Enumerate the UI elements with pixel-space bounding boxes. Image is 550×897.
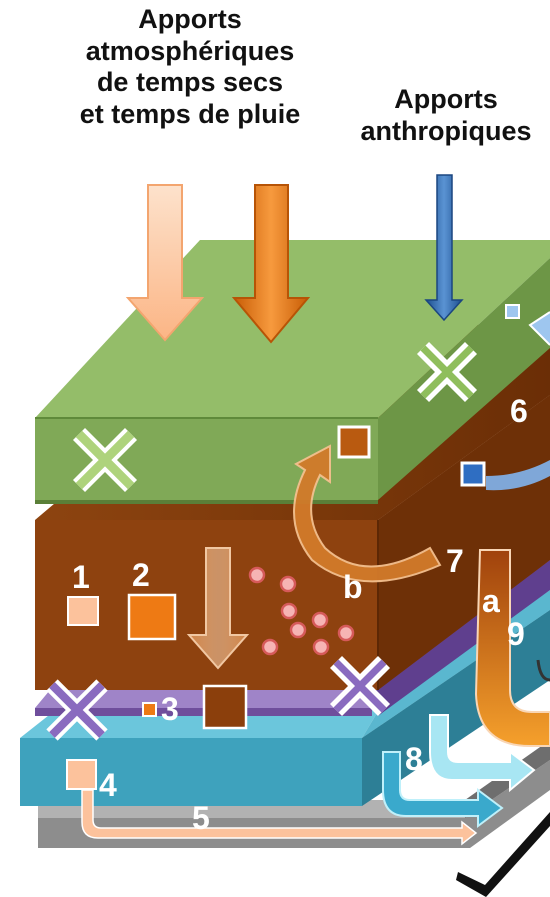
- anthropogenic-particle-icon: [506, 305, 519, 318]
- label-8: 8: [405, 741, 423, 777]
- label-9: 9: [507, 616, 525, 652]
- particle-1-icon: [68, 597, 98, 625]
- label-5: 5: [192, 800, 210, 836]
- particle-2-icon: [129, 595, 175, 639]
- label-7: 7: [446, 543, 464, 579]
- label-b: b: [343, 569, 363, 605]
- label-1: 1: [72, 559, 90, 595]
- label-4: 4: [99, 767, 117, 803]
- label-6: 6: [510, 393, 528, 429]
- sorbed-particle-icon: [339, 427, 369, 457]
- label-2: 2: [132, 557, 150, 593]
- label-a: a: [482, 583, 500, 619]
- label-3: 3: [161, 691, 179, 727]
- particle-3-large-icon: [204, 686, 246, 728]
- particle-4-icon: [67, 760, 96, 789]
- particle-3-small-icon: [143, 703, 156, 716]
- dissolved-particle-icon: [462, 463, 484, 485]
